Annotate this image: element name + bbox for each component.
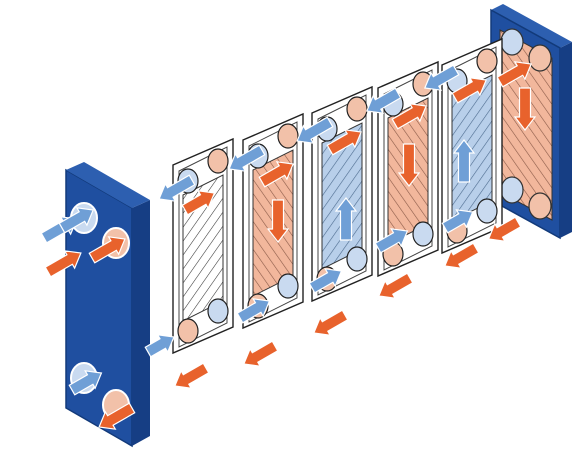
cold-flow-arrow	[374, 228, 409, 254]
channel-flow-down-arrow	[513, 87, 537, 131]
hot-inlet-arrow-shape	[44, 250, 82, 278]
hot-inlet-arrow-shape	[88, 236, 126, 264]
cold-flow-arrow-shape	[158, 174, 196, 202]
port-hole-icon	[346, 96, 368, 122]
frame-top	[491, 4, 572, 48]
hot-flow-arrow-shape	[443, 242, 480, 269]
fixed-frame-plate-left	[65, 162, 150, 448]
hot-flow-arrow	[451, 77, 488, 104]
channel-plate-3	[311, 85, 373, 303]
port-hole-icon	[528, 44, 552, 72]
cold-flow-arrow-shape	[144, 334, 175, 358]
hot-flow-arrow-shape	[312, 309, 349, 336]
port-hole-icon	[207, 148, 229, 174]
channel-flow-down-arrow	[266, 199, 290, 243]
hot-flow-arrow-shape	[181, 190, 216, 216]
hot-flow-arrow-shape	[391, 103, 428, 130]
channel-flow-up-arrow-shape	[334, 197, 358, 241]
port-hole-icon	[277, 123, 299, 149]
hot-flow-arrow	[242, 340, 279, 367]
hot-flow-arrow-shape	[258, 161, 295, 188]
channel-plate-1	[172, 137, 234, 355]
hot-flow-arrow-shape	[377, 272, 414, 299]
arrows-layer	[40, 61, 537, 430]
hot-flow-arrow	[258, 161, 295, 188]
hot-flow-arrow-shape	[242, 340, 279, 367]
channel-flow-down-arrow-shape	[397, 143, 421, 187]
cold-flow-arrow	[144, 334, 175, 358]
hot-flow-arrow	[326, 129, 363, 156]
port-hole-icon	[528, 192, 552, 220]
port-hole-icon	[476, 48, 498, 74]
cold-flow-arrow-shape	[374, 228, 409, 254]
frame-edge	[132, 200, 150, 446]
channel-flow-up-arrow	[334, 197, 358, 241]
hot-inlet-arrow	[44, 250, 82, 278]
hot-flow-arrow-shape	[326, 129, 363, 156]
hot-flow-arrow	[443, 242, 480, 269]
cold-flow-arrow	[236, 298, 271, 324]
channel-flow-down-arrow-shape	[513, 87, 537, 131]
cold-flow-arrow	[158, 174, 196, 202]
cold-flow-arrow-shape	[236, 298, 271, 324]
cold-outlet-arrow-shape	[58, 207, 95, 234]
hot-outlet-arrow-shape	[487, 216, 522, 242]
cold-flow-arrow-shape	[365, 87, 402, 114]
channel-flow-down-arrow	[397, 143, 421, 187]
channel-flow-down-arrow-shape	[266, 199, 290, 243]
hot-outlet-arrow	[487, 216, 522, 242]
hot-inlet-arrow	[496, 61, 533, 88]
cold-flow-arrow	[423, 64, 460, 91]
hot-inlet-arrow-shape	[496, 61, 533, 88]
cold-flow-arrow-shape	[441, 209, 474, 234]
channel-flow-up-arrow-shape	[452, 139, 476, 183]
port-hole-icon	[476, 198, 498, 224]
cold-flow-arrow	[296, 116, 334, 144]
port-hole-icon	[412, 221, 434, 247]
cold-flow-arrow	[365, 87, 402, 114]
port-hole-icon	[207, 298, 229, 324]
hot-outlet-arrow-shape	[98, 402, 136, 430]
hot-flow-arrow	[391, 103, 428, 130]
port-hole-icon	[277, 273, 299, 299]
hot-flow-arrow	[312, 309, 349, 336]
port-hole-icon	[500, 176, 524, 204]
cold-inlet-arrow-shape	[68, 370, 103, 396]
port-hole-icon	[177, 318, 199, 344]
cold-inlet-arrow	[68, 370, 103, 396]
frame-top	[66, 162, 150, 208]
cold-flow-arrow-shape	[296, 116, 334, 144]
cold-flow-arrow	[228, 144, 266, 172]
hot-inlet-arrow	[88, 236, 126, 264]
hot-flow-arrow-shape	[451, 77, 488, 104]
cold-flow-arrow-shape	[423, 64, 460, 91]
hot-outlet-arrow	[98, 402, 136, 430]
frame-edge	[560, 42, 572, 238]
hot-flow-arrow	[173, 362, 210, 389]
port-hole-icon	[500, 28, 524, 56]
channel-flow-up-arrow	[452, 139, 476, 183]
hot-flow-arrow	[181, 190, 216, 216]
cold-flow-arrow	[308, 268, 343, 294]
cold-outlet-arrow	[58, 207, 95, 234]
cold-flow-arrow-shape	[228, 144, 266, 172]
port-hole-icon	[346, 246, 368, 272]
cold-flow-arrow-shape	[308, 268, 343, 294]
hot-flow-arrow	[377, 272, 414, 299]
hot-flow-arrow-shape	[173, 362, 210, 389]
cold-flow-arrow	[441, 209, 474, 234]
